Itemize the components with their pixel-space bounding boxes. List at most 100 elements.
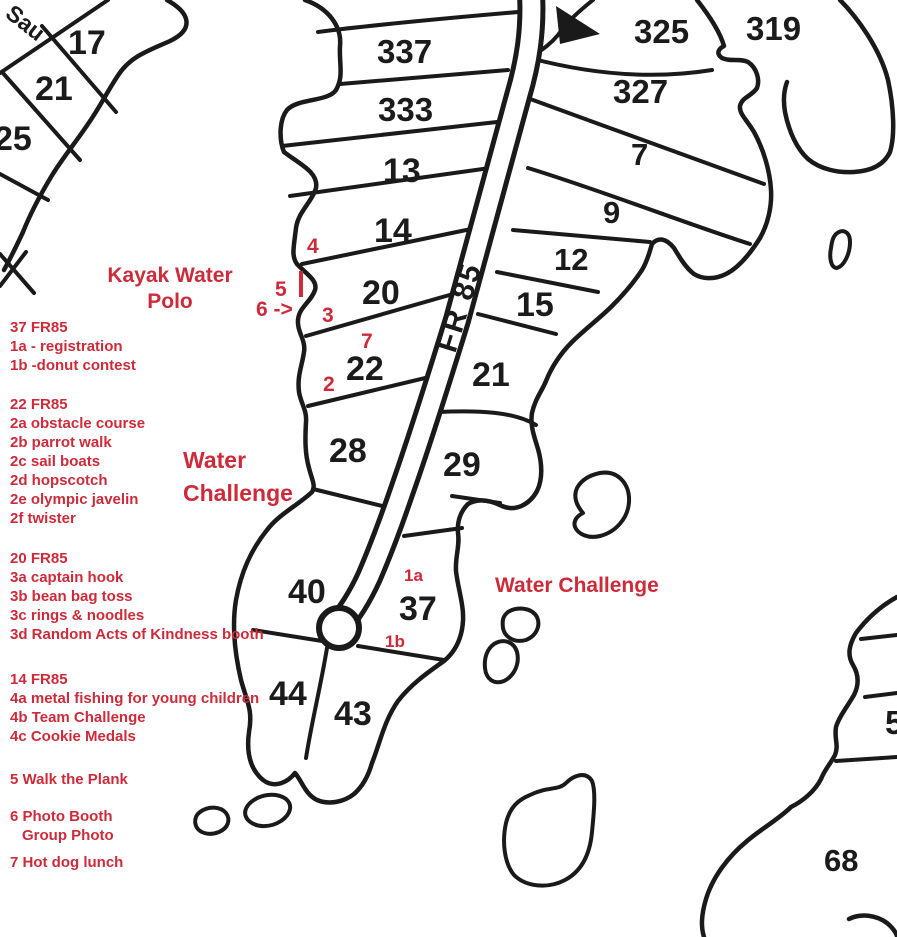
coastline-corner-cove xyxy=(846,913,897,937)
lot-line-333-13 xyxy=(280,120,499,148)
island-small-3 xyxy=(193,805,231,836)
lot-label-9: 9 xyxy=(603,195,620,230)
legend-item: 2e olympic javelin xyxy=(10,491,139,508)
legend-item: 4b Team Challenge xyxy=(10,709,146,726)
coastline-main-peninsula xyxy=(231,0,774,805)
lot-label-13: 13 xyxy=(383,152,421,190)
lot-label-21: 21 xyxy=(35,70,73,108)
legend-title: 37 FR85 xyxy=(10,319,68,336)
lot-label-68: 68 xyxy=(824,843,858,878)
lot-label-28: 28 xyxy=(329,432,367,470)
lot-line-right-3 xyxy=(834,755,897,763)
lot-label-44: 44 xyxy=(269,675,307,713)
legend-title: 22 FR85 xyxy=(10,396,68,413)
area-label-kayak-water-polo: Kayak Water Polo xyxy=(95,263,245,315)
lot-line-29-bottom xyxy=(450,494,502,505)
lot-label-25: 25 xyxy=(0,120,32,158)
coastline-right-strip xyxy=(699,594,897,937)
road-cul-de-sac xyxy=(316,605,362,651)
lot-label-20: 20 xyxy=(362,274,400,312)
legend-item: 2c sail boats xyxy=(10,453,101,470)
legend-group-37-fr85: 37 FR85 1a - registration 1b -donut cont… xyxy=(10,318,136,375)
lot-line-15-21 xyxy=(476,312,558,336)
lot-line-right-1 xyxy=(859,633,897,641)
legend-item: 3c rings & noodles xyxy=(10,607,145,624)
lot-label-29: 29 xyxy=(443,446,481,484)
legend-group-20-fr85: 20 FR85 3a captain hook 3b bean bag toss… xyxy=(10,549,264,644)
legend-item: 1b -donut contest xyxy=(10,357,136,374)
lot-line-37-top xyxy=(402,526,464,538)
area-label-water-challenge-left: Water Challenge xyxy=(183,444,293,510)
marker-2: 2 xyxy=(323,373,335,396)
lot-line-40-44 xyxy=(251,628,324,643)
area-label-water-challenge-right: Water Challenge xyxy=(495,574,659,598)
lot-line-9-12 xyxy=(511,228,652,244)
lot-line-topleft-inner xyxy=(0,0,110,75)
legend-item: Group Photo xyxy=(22,827,114,844)
lot-label-21-east: 21 xyxy=(472,356,510,394)
lot-line-43-37 xyxy=(356,644,446,662)
lot-label-337: 337 xyxy=(377,33,432,70)
lot-line-17-21 xyxy=(40,24,118,114)
lot-label-319: 319 xyxy=(746,10,801,47)
legend-group-14-fr85: 14 FR85 4a metal fishing for young child… xyxy=(10,670,259,746)
lot-line-20-22 xyxy=(304,290,462,338)
legend-item: 3a captain hook xyxy=(10,569,124,586)
lot-label-22: 22 xyxy=(346,350,384,388)
lot-label-37: 37 xyxy=(399,590,437,628)
legend-group-hot-dog-lunch: 7 Hot dog lunch xyxy=(10,853,123,872)
lot-label-14: 14 xyxy=(374,212,412,250)
legend-title: 5 Walk the Plank xyxy=(10,771,128,788)
road-label-fr85: FR 85 xyxy=(430,259,488,356)
lot-line-21-29 xyxy=(436,409,538,427)
legend-title: 20 FR85 xyxy=(10,550,68,567)
lot-line-13-14 xyxy=(288,166,492,198)
legend-item: 2b parrot walk xyxy=(10,434,112,451)
lot-line-22-28 xyxy=(306,372,444,408)
marker-7: 7 xyxy=(361,330,373,353)
water-challenge-left-line1: Water xyxy=(183,447,247,473)
legend-title: 6 Photo Booth xyxy=(10,808,113,825)
marker-5: 5 xyxy=(275,278,287,301)
lot-line-right-2 xyxy=(863,691,897,699)
kayak-water-polo-line2: Polo xyxy=(147,290,193,313)
legend-title: 7 Hot dog lunch xyxy=(10,854,124,871)
island-small-2 xyxy=(482,639,520,685)
lot-line-44-43 xyxy=(304,646,329,760)
lot-line-25-bottom xyxy=(0,172,50,202)
marker-1a: 1a xyxy=(404,566,423,585)
marker-1b: 1b xyxy=(385,632,405,651)
legend-group-photo-booth: 6 Photo Booth Group Photo xyxy=(10,807,114,845)
lot-line-edge-x1 xyxy=(0,252,36,295)
island-small-4 xyxy=(243,792,293,829)
island-tiny-east xyxy=(828,229,852,270)
lot-label-sau: Sau xyxy=(1,0,50,46)
lot-line-7-9 xyxy=(526,166,752,246)
legend-item: 1a - registration xyxy=(10,338,123,355)
lot-label-325: 325 xyxy=(634,13,689,50)
legend-item: 4c Cookie Medals xyxy=(10,728,136,745)
legend-group-22-fr85: 22 FR85 2a obstacle course 2b parrot wal… xyxy=(10,395,145,528)
legend-item: 2a obstacle course xyxy=(10,415,146,432)
road-junction-wedge xyxy=(556,6,600,44)
lot-line-edge-x2 xyxy=(0,250,28,288)
lot-label-12: 12 xyxy=(554,242,588,277)
island-teardrop xyxy=(572,470,632,539)
lot-line-337-333 xyxy=(338,68,510,86)
legend-title: 14 FR85 xyxy=(10,671,68,688)
water-challenge-left-line2: Challenge xyxy=(183,480,293,506)
legend-item: 2d hopscotch xyxy=(10,472,108,489)
lot-label-5-partial: 5 xyxy=(885,704,897,741)
lot-label-327: 327 xyxy=(613,73,668,110)
legend-group-walk-the-plank: 5 Walk the Plank xyxy=(10,770,128,789)
island-bottom-large xyxy=(502,773,597,888)
lot-line-327-7 xyxy=(520,94,766,186)
lot-label-17: 17 xyxy=(68,24,106,62)
lot-line-21-25 xyxy=(0,70,82,162)
lot-label-333: 333 xyxy=(378,91,433,128)
water-challenge-right-text: Water Challenge xyxy=(495,574,659,597)
marker-6-arrow: 6 -> xyxy=(256,298,293,321)
legend-item: 3d Random Acts of Kindness booth xyxy=(10,626,264,643)
lot-line-12-15 xyxy=(495,270,600,294)
